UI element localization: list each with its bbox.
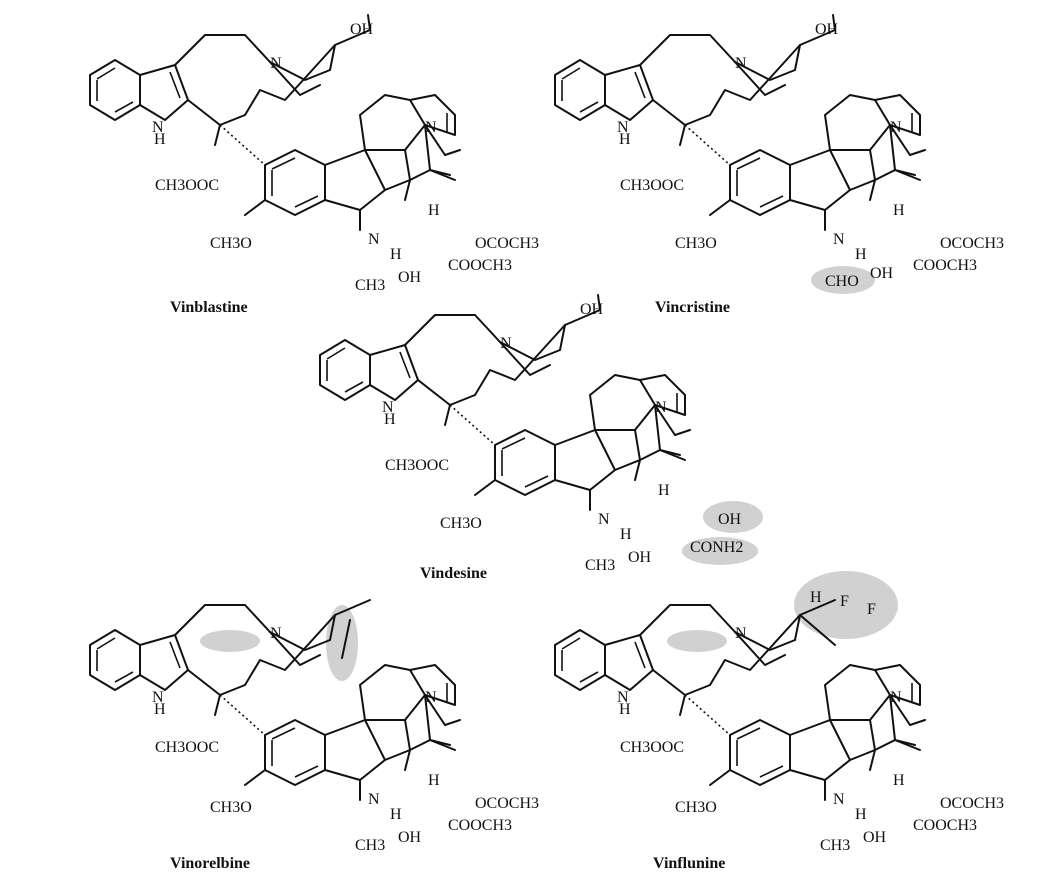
n-side-label: N — [735, 55, 747, 72]
oh-label: OH — [350, 21, 374, 38]
highlight-oh — [703, 501, 763, 533]
ester2-label: COOCH3 — [913, 817, 977, 834]
highlight-conh2 — [682, 537, 758, 565]
molecule-vinflunine: H F F N H N CH3OOC N H CH3O N H CH3 OH O… — [554, 589, 1004, 872]
n-lower-label: N — [598, 511, 610, 528]
molecule-vincristine: OH N H N CH3OOC N H CH3O N H CHO OH OCOC… — [554, 14, 1004, 316]
h-ring-label: H — [893, 202, 905, 219]
n-side-label: N — [270, 55, 282, 72]
ester2-label: COOCH3 — [448, 817, 512, 834]
h-label: H — [154, 131, 166, 148]
nh-label: N — [152, 119, 164, 136]
acetate-label: OCOCH3 — [940, 795, 1004, 812]
molecule-name: Vinorelbine — [170, 855, 250, 872]
h-label: H — [384, 411, 396, 428]
methoxy-label: CH3O — [675, 235, 717, 252]
n-upper-label: N — [425, 119, 437, 136]
ester-label: CH3OOC — [385, 457, 449, 474]
h-ring-label: H — [428, 772, 440, 789]
n-lower-label: N — [368, 231, 380, 248]
ester2-label: COOCH3 — [448, 257, 512, 274]
h-label: H — [619, 701, 631, 718]
molecule-vinorelbine: N H N CH3OOC N H CH3O N H CH3 OH OCOCH3 … — [89, 599, 539, 872]
h-ring2-label: H — [620, 526, 632, 543]
n-upper-label: N — [655, 399, 667, 416]
oh-label: OH — [815, 21, 839, 38]
h-ring2-label: H — [390, 246, 402, 263]
f2-label: F — [867, 601, 876, 618]
h-ring2-label: H — [855, 806, 867, 823]
ester-label: CH3OOC — [155, 177, 219, 194]
n-upper-label: N — [890, 689, 902, 706]
ester-label: CH3OOC — [620, 739, 684, 756]
n-side-label: N — [500, 335, 512, 352]
n-side-label: N — [270, 625, 282, 642]
molecule-vindesine: OH N H N CH3OOC N H CH3O N H CH3 OH OH C… — [319, 294, 743, 582]
n-lower-label: N — [368, 791, 380, 808]
nh-label: N — [617, 119, 629, 136]
molecule-name: Vinblastine — [170, 299, 248, 316]
h-ring2-label: H — [855, 246, 867, 263]
highlight-vinorelbine-ch2 — [200, 630, 260, 652]
methoxy-label: CH3O — [440, 515, 482, 532]
h-top-label: H — [810, 589, 822, 606]
oh-ring-label: OH — [398, 829, 422, 846]
molecule-name: Vinflunine — [653, 855, 725, 872]
h-ring-label: H — [893, 772, 905, 789]
oh-sub-label: OH — [718, 511, 742, 528]
molecule-name: Vincristine — [655, 299, 730, 316]
highlight-cho — [811, 266, 875, 294]
acetate-label: OCOCH3 — [940, 235, 1004, 252]
nh-label: N — [152, 689, 164, 706]
oh-ring-label: OH — [863, 829, 887, 846]
ester-label: CH3OOC — [155, 739, 219, 756]
n-upper-label: N — [890, 119, 902, 136]
oh-ring-label: OH — [398, 269, 422, 286]
n-side-label: N — [735, 625, 747, 642]
nh-label: N — [617, 689, 629, 706]
ester-label: CH3OOC — [620, 177, 684, 194]
h-label: H — [154, 701, 166, 718]
h-label: H — [619, 131, 631, 148]
h-ring-label: H — [658, 482, 670, 499]
n-methyl-label: CH3 — [355, 837, 385, 854]
h-ring-label: H — [428, 202, 440, 219]
f1-label: F — [840, 593, 849, 610]
n-methyl-label: CH3 — [355, 277, 385, 294]
methoxy-label: CH3O — [210, 799, 252, 816]
n-upper-label: N — [425, 689, 437, 706]
ester2-label: COOCH3 — [913, 257, 977, 274]
molecule-vinblastine: OH N H N CH3OOC N H CH3O N H CH3 OH OCOC… — [89, 14, 539, 316]
h-ring2-label: H — [390, 806, 402, 823]
n-lower-label: N — [833, 791, 845, 808]
oh-ring-label: OH — [628, 549, 652, 566]
n-formyl-label: CHO — [825, 273, 859, 290]
amide-label: CONH2 — [690, 539, 743, 556]
highlight-vinorelbine-alkene — [326, 605, 358, 681]
methoxy-label: CH3O — [675, 799, 717, 816]
highlight-vinflunine-ch2 — [667, 630, 727, 652]
methoxy-label: CH3O — [210, 235, 252, 252]
highlight-vinflunine-chf2 — [794, 571, 898, 639]
n-lower-label: N — [833, 231, 845, 248]
n-methyl-label: CH3 — [820, 837, 850, 854]
nh-label: N — [382, 399, 394, 416]
acetate-label: OCOCH3 — [475, 235, 539, 252]
acetate-label: OCOCH3 — [475, 795, 539, 812]
oh-label: OH — [580, 301, 604, 318]
molecule-name: Vindesine — [420, 565, 487, 582]
n-methyl-label: CH3 — [585, 557, 615, 574]
oh-ring-label: OH — [870, 265, 894, 282]
